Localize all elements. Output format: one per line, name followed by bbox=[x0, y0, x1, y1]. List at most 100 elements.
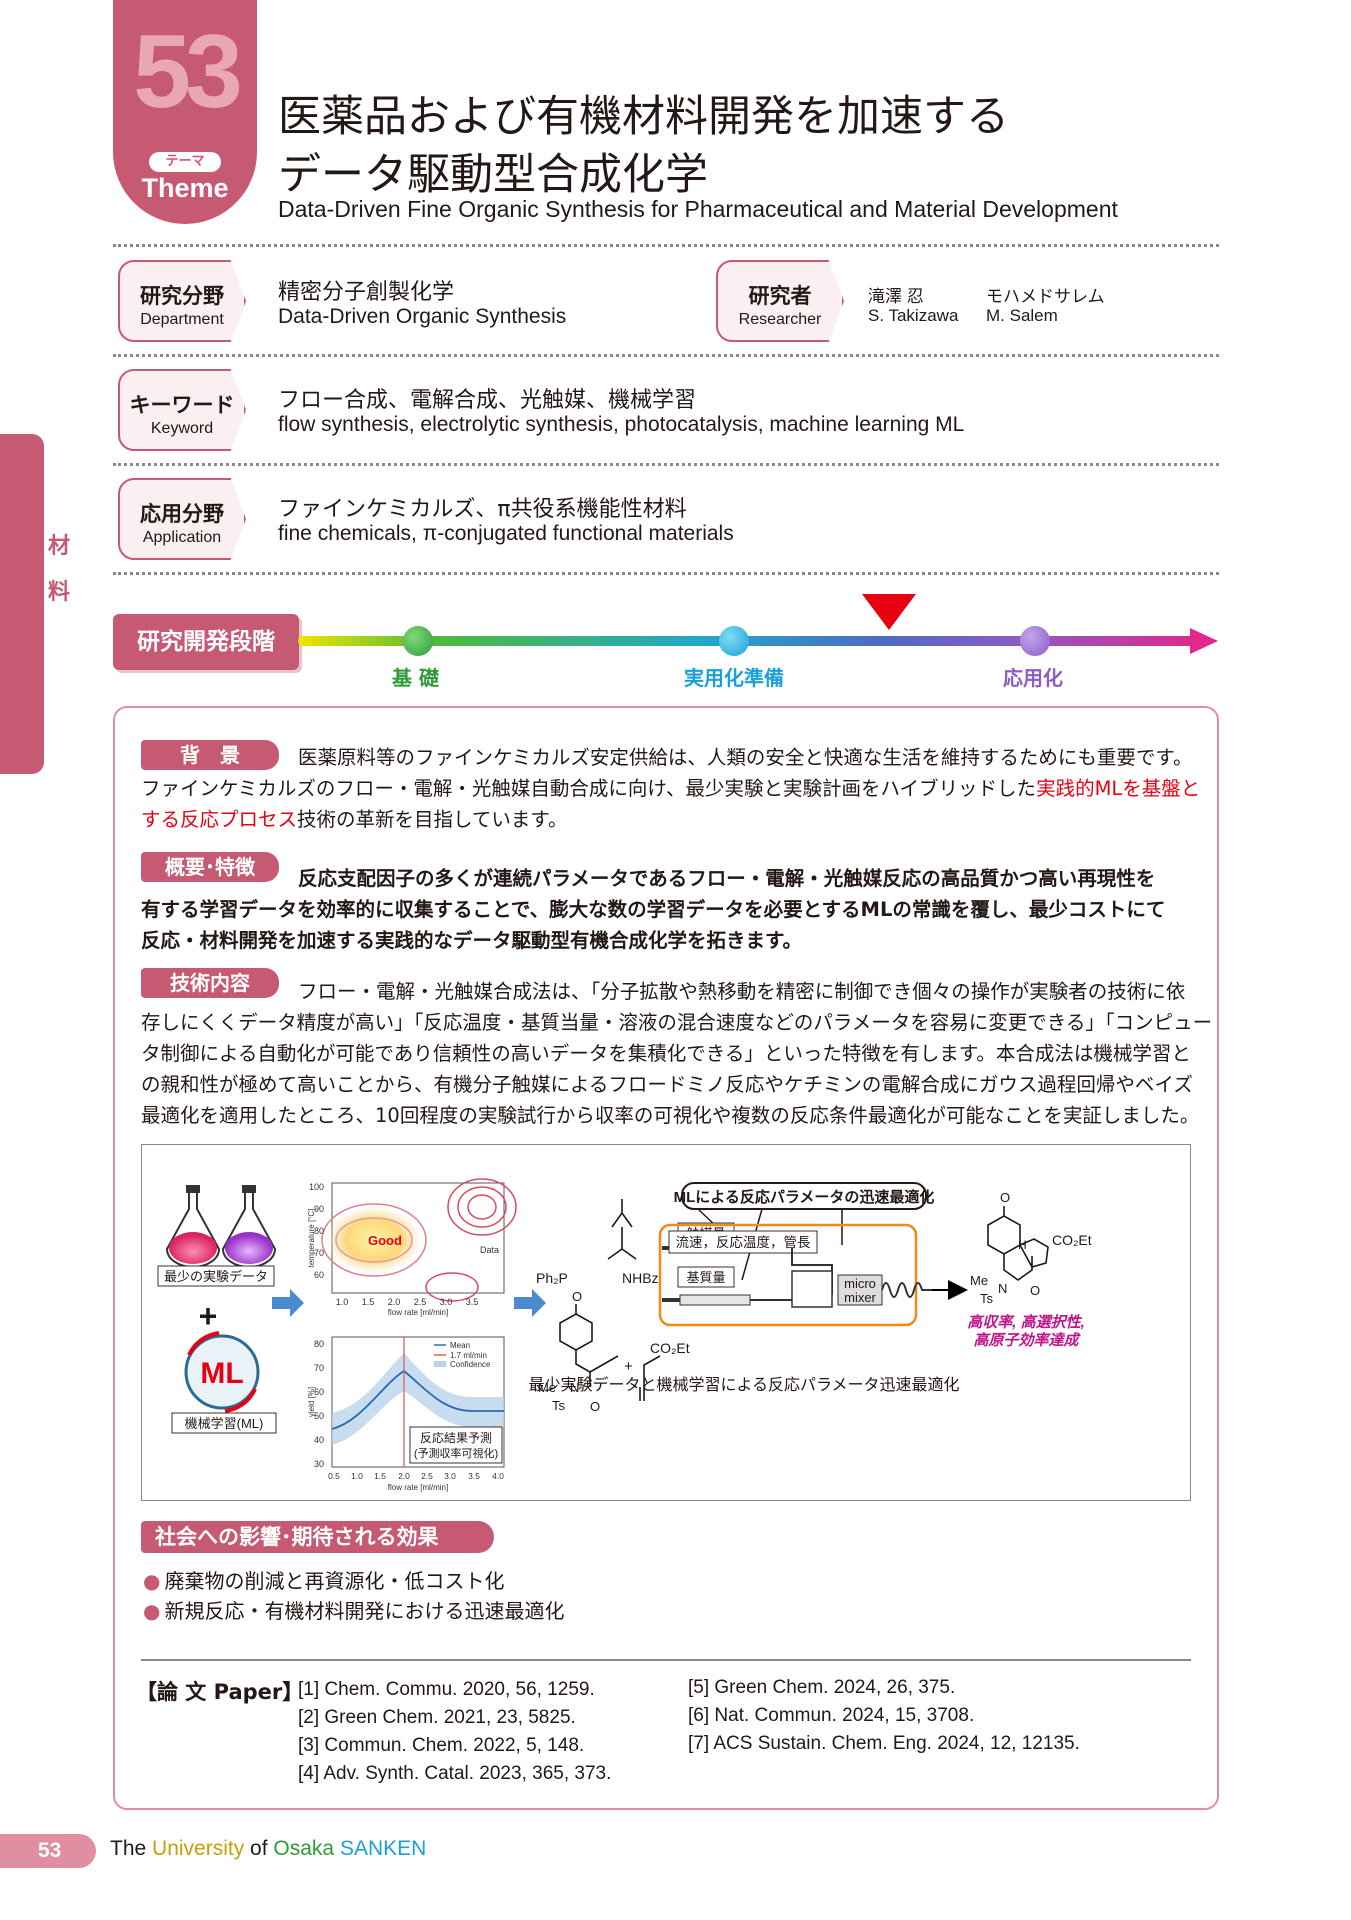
effect-item-text: 新規反応・有機材料開発における迅速最適化 bbox=[164, 1599, 565, 1623]
paper-ref-4: [4] Adv. Synth. Catal. 2023, 365, 373. bbox=[298, 1763, 612, 1784]
paper-ref-6: [6] Nat. Commun. 2024, 15, 3708. bbox=[688, 1705, 975, 1726]
stage-label: 研究開発段階 bbox=[113, 614, 299, 670]
contour-ytick: 60 bbox=[314, 1270, 324, 1280]
stage-node-basic bbox=[403, 626, 433, 656]
technique-line-2: 存しにくくデータ精度が高い」「反応温度・基質当量・溶液の混合速度などのパラメータ… bbox=[141, 1011, 1213, 1034]
title-line-2: データ駆動型合成化学 bbox=[278, 150, 708, 200]
contour-ytick: 70 bbox=[314, 1248, 324, 1258]
department-value-en: Data-Driven Organic Synthesis bbox=[278, 305, 567, 328]
researcher-name-1: 滝澤 忍 bbox=[868, 287, 924, 306]
researcher-name-2-en: M. Salem bbox=[986, 306, 1058, 325]
theme-pill: テーマ bbox=[149, 152, 221, 172]
researcher-label-en: Researcher bbox=[738, 311, 822, 328]
divider bbox=[113, 572, 1219, 575]
gp-xtick: 0.5 bbox=[328, 1471, 340, 1481]
stage-marker bbox=[862, 594, 916, 630]
gp-xtick: 4.0 bbox=[492, 1471, 504, 1481]
keyword-tag bbox=[118, 369, 246, 451]
gp-legend-rate: 1.7 ml/min bbox=[450, 1351, 487, 1360]
contour-ytick: 80 bbox=[314, 1226, 324, 1236]
params-label: 流速，反応温度，管長 bbox=[676, 1235, 811, 1250]
page-title: 医薬品および有機材料開発を加速する データ駆動型合成化学 bbox=[278, 88, 1009, 204]
coil-tube bbox=[881, 1282, 932, 1298]
researcher-tag bbox=[716, 260, 844, 342]
footer-of: of bbox=[244, 1837, 274, 1860]
plus2-label: + bbox=[624, 1358, 633, 1375]
contour-xtick: 3.0 bbox=[440, 1297, 453, 1307]
flow-reactor-frame bbox=[658, 1223, 918, 1327]
keyword-label: キーワード bbox=[129, 393, 235, 417]
product-structure bbox=[987, 1206, 1049, 1281]
gp-ytick: 40 bbox=[314, 1435, 324, 1445]
stage-step-practical: 実用化準備 bbox=[684, 666, 784, 690]
side-label-1: 材 bbox=[48, 534, 71, 559]
effects-tag: 社会への影響･期待される効果 bbox=[141, 1521, 494, 1553]
keyword-value: フロー合成、電解合成、光触媒、機械学習 bbox=[278, 388, 697, 413]
paper-ref-7: [7] ACS Sustain. Chem. Eng. 2024, 12, 12… bbox=[688, 1733, 1080, 1754]
arrow-icon bbox=[514, 1289, 546, 1317]
ph2p-label: Ph₂P bbox=[536, 1270, 568, 1286]
paper-ref-1: [1] Chem. Commu. 2020, 56, 1259. bbox=[298, 1679, 595, 1700]
technique-tag: 技術内容 bbox=[141, 968, 279, 998]
substrate-ts-label: Ts bbox=[552, 1398, 566, 1413]
effect-item-text: 廃棄物の削減と再資源化・低コスト化 bbox=[164, 1569, 505, 1593]
contour-xtick: 3.5 bbox=[466, 1297, 479, 1307]
good-label: Good bbox=[368, 1233, 402, 1248]
paper-ref-3: [3] Commun. Chem. 2022, 5, 148. bbox=[298, 1735, 585, 1756]
gp-xtick: 3.5 bbox=[468, 1471, 480, 1481]
gp-xtick: 3.0 bbox=[444, 1471, 456, 1481]
department-label: 研究分野 bbox=[140, 284, 224, 308]
technique-line-1: フロー・電解・光触媒合成法は、「分子拡散や熱移動を精密に制御でき個々の操作が実験… bbox=[298, 980, 1186, 1003]
nhbz-label: NHBz bbox=[622, 1270, 659, 1286]
gp-legend-conf: Confidence bbox=[450, 1360, 491, 1369]
overview-line-2: 有する学習データを効率的に収集することで、膨大な数の学習データを必要とするMLの… bbox=[141, 898, 1166, 921]
figure-svg: 最少の実験データ + ML 機械学習(ML) Good Data 60 70 bbox=[157, 1178, 1092, 1492]
result-line-1: 高収率, 高選択性, bbox=[967, 1313, 1085, 1331]
stage-step-applied: 応用化 bbox=[1003, 666, 1063, 690]
divider bbox=[113, 244, 1219, 247]
substrate-label-box bbox=[677, 1266, 735, 1288]
product-ts-label: Ts bbox=[980, 1291, 994, 1306]
arrow-icon bbox=[272, 1289, 304, 1317]
background-text-3-red: する反応プロセス bbox=[141, 808, 298, 831]
contour-ylabel: temperature [°C] bbox=[307, 1209, 316, 1268]
contour-xtick: 2.5 bbox=[414, 1297, 427, 1307]
gp-xtick: 2.5 bbox=[421, 1471, 433, 1481]
gp-ytick: 60 bbox=[314, 1387, 324, 1397]
predict-label-2: (予測収率可視化) bbox=[414, 1446, 498, 1460]
contour-xtick: 1.5 bbox=[362, 1297, 375, 1307]
background-text-2-red: 実践的MLを基盤と bbox=[1036, 777, 1201, 800]
technique-line-5: 最適化を適用したところ、10回程度の実験試行から収率の可視化や複数の反応条件最適… bbox=[141, 1104, 1200, 1127]
syringe-substrate-icon bbox=[662, 1294, 792, 1306]
optimization-title-box bbox=[681, 1182, 927, 1210]
gp-legend-mean: Mean bbox=[450, 1341, 470, 1350]
gp-xtick: 2.0 bbox=[398, 1471, 410, 1481]
ketone-o-label: O bbox=[572, 1289, 582, 1304]
substrate-n-label: N bbox=[570, 1380, 579, 1395]
application-value: ファインケミカルズ、π共役系機能性材料 bbox=[278, 497, 687, 522]
optimization-title: MLによる反応パラメータの迅速最適化 bbox=[674, 1188, 935, 1206]
footer-brand: The University of Osaka SANKEN bbox=[110, 1837, 426, 1861]
product-co2et-label: CO₂Et bbox=[1052, 1232, 1092, 1248]
flask-red-icon bbox=[165, 1185, 221, 1268]
stage-step-basic: 基 礎 bbox=[392, 666, 439, 690]
researcher-name-2: モハメドサレム bbox=[986, 287, 1105, 306]
side-label-en: Material bbox=[16, 602, 36, 667]
contour-xtick: 2.0 bbox=[388, 1297, 401, 1307]
contour-ytick: 90 bbox=[314, 1204, 324, 1214]
overview-tag: 概要･特徴 bbox=[141, 852, 279, 882]
paper-divider bbox=[141, 1659, 1191, 1661]
catalyst-structure bbox=[607, 1199, 637, 1260]
researcher-name-1-en: S. Takizawa bbox=[868, 306, 959, 325]
theme-badge bbox=[113, 0, 257, 224]
figure: 最少の実験データ + ML 機械学習(ML) Good Data 60 70 bbox=[141, 1144, 1191, 1501]
substrate-me-label: Me bbox=[538, 1380, 556, 1395]
bullet-icon: ● bbox=[143, 1599, 161, 1623]
background-text-2: ファインケミカルズのフロー・電解・光触媒自動合成に向け、最少実験と実験計画をハイ… bbox=[141, 773, 1200, 804]
bullet-icon: ● bbox=[143, 1569, 161, 1593]
ml-text: ML bbox=[200, 1357, 243, 1390]
keyword-label-en: Keyword bbox=[150, 420, 214, 437]
title-english: Data-Driven Fine Organic Synthesis for P… bbox=[278, 196, 1118, 222]
mixer-label-2: mixer bbox=[844, 1290, 876, 1305]
paper-label: 【論 文 Paper】 bbox=[136, 1680, 304, 1704]
